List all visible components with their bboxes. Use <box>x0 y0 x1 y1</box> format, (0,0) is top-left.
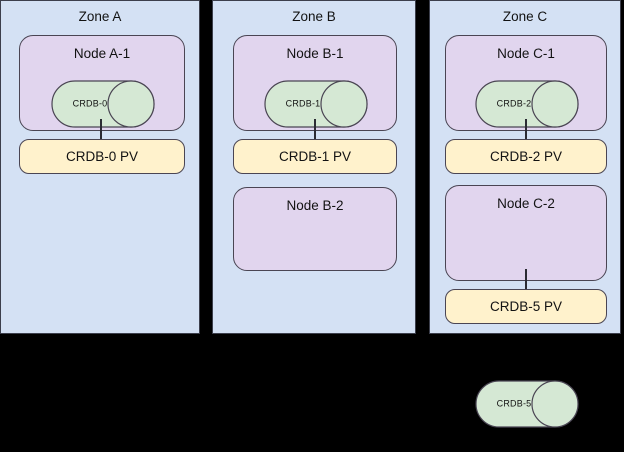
node-b-1[interactable]: Node B-1 CRDB-1 <box>233 35 397 131</box>
node-b-1-title: Node B-1 <box>286 46 344 61</box>
zone-b[interactable]: Zone B Node B-1 CRDB-1 CRDB-1 PV Node B-… <box>212 0 416 334</box>
pv-crdb-0[interactable]: CRDB-0 PV <box>19 139 185 174</box>
node-b-2-title: Node B-2 <box>286 198 344 213</box>
pv-crdb-2[interactable]: CRDB-2 PV <box>445 139 607 174</box>
connector-node-c-1-to-crdb-2-pv <box>525 119 527 141</box>
node-c-2[interactable]: Node C-2 CRDB-5 <box>445 185 607 428</box>
pv-crdb-1-label: CRDB-1 PV <box>278 148 351 164</box>
zone-c-title: Zone C <box>502 9 548 24</box>
pv-crdb-1[interactable]: CRDB-1 PV <box>233 139 397 174</box>
pv-crdb-5[interactable]: CRDB-5 PV <box>445 289 607 324</box>
database-label-crdb-2: CRDB-2 <box>496 98 532 109</box>
database-cylinder-crdb-0[interactable]: CRDB-0 <box>51 80 155 128</box>
pv-crdb-5-label: CRDB-5 PV <box>489 298 562 314</box>
zone-a-title: Zone A <box>78 9 122 24</box>
zone-b-title: Zone B <box>292 9 336 24</box>
database-cylinder-crdb-2[interactable]: CRDB-2 <box>475 80 579 128</box>
cylinder-shape-icon <box>475 380 579 428</box>
database-label-crdb-1: CRDB-1 <box>285 98 321 109</box>
database-cylinder-crdb-1[interactable]: CRDB-1 <box>264 80 368 128</box>
node-c-1[interactable]: Node C-1 CRDB-2 <box>445 35 607 131</box>
node-b-2[interactable]: Node B-2 <box>233 187 397 271</box>
node-a-1-title: Node A-1 <box>73 46 131 61</box>
pv-crdb-2-label: CRDB-2 PV <box>489 148 562 164</box>
connector-node-a-1-to-crdb-0-pv <box>100 119 102 141</box>
database-cylinder-crdb-5[interactable]: CRDB-5 <box>475 380 579 428</box>
cylinder-shape-icon <box>264 80 368 128</box>
database-label-crdb-5: CRDB-5 <box>496 398 532 409</box>
cylinder-shape-icon <box>475 80 579 128</box>
connector-node-c-2-to-crdb-5-pv <box>525 269 527 291</box>
database-label-crdb-0: CRDB-0 <box>72 98 108 109</box>
node-c-2-title: Node C-2 <box>497 196 555 211</box>
zone-a[interactable]: Zone A Node A-1 CRDB-0 CRDB-0 PV <box>0 0 200 334</box>
node-a-1[interactable]: Node A-1 CRDB-0 <box>19 35 185 131</box>
node-c-1-title: Node C-1 <box>497 46 555 61</box>
cylinder-shape-icon <box>51 80 155 128</box>
connector-node-b-1-to-crdb-1-pv <box>314 119 316 141</box>
pv-crdb-0-label: CRDB-0 PV <box>65 148 138 164</box>
zone-c[interactable]: Zone C Node C-1 CRDB-2 CRDB-2 PV Node C-… <box>429 0 621 428</box>
